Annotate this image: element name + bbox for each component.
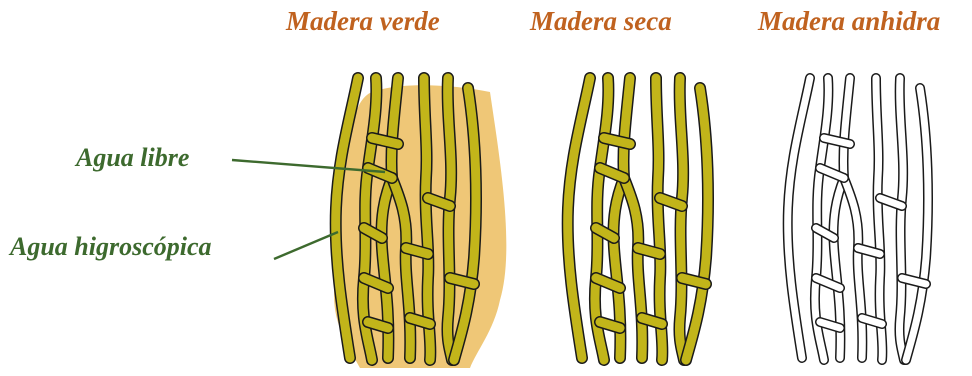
fiber-wall	[899, 78, 904, 360]
fiber-wall	[906, 88, 928, 360]
anhydrous-wood-cells	[788, 78, 928, 360]
fiber-wall	[613, 78, 630, 358]
fiber-wall	[447, 78, 452, 360]
fiber-wall	[679, 78, 684, 360]
dry-wood-cells	[568, 78, 708, 360]
leader-hygroscopic-water	[274, 232, 338, 259]
fiber-wall	[686, 88, 708, 360]
